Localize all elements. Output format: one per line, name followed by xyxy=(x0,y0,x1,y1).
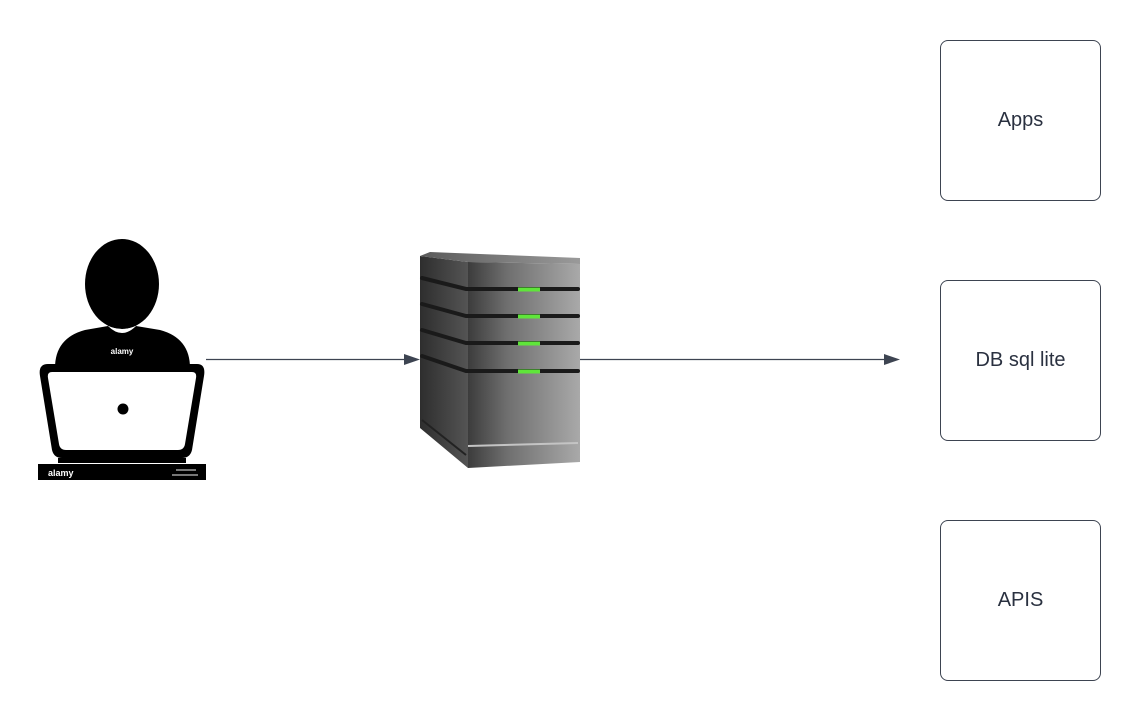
server-led-2 xyxy=(518,314,540,319)
node-apis-label: APIS xyxy=(997,589,1044,611)
watermark-footer-text: alamy xyxy=(48,468,74,478)
node-db-box[interactable]: DB sql lite xyxy=(940,280,1101,441)
node-db-label: DB sql lite xyxy=(975,349,1066,371)
edge-server-to-db xyxy=(580,354,900,365)
watermark-head-text: alamy xyxy=(111,347,134,356)
edge-user-to-server xyxy=(206,354,420,365)
server-led-3 xyxy=(518,341,540,346)
server-led-4 xyxy=(518,369,540,374)
node-apps-box[interactable]: Apps xyxy=(940,40,1101,201)
user-laptop-icon: alamy alamy xyxy=(38,239,206,480)
node-apps-label: Apps xyxy=(997,109,1044,131)
node-apis-box[interactable]: APIS xyxy=(940,520,1101,681)
server-led-1 xyxy=(518,287,540,292)
server-tower-icon xyxy=(420,252,580,468)
